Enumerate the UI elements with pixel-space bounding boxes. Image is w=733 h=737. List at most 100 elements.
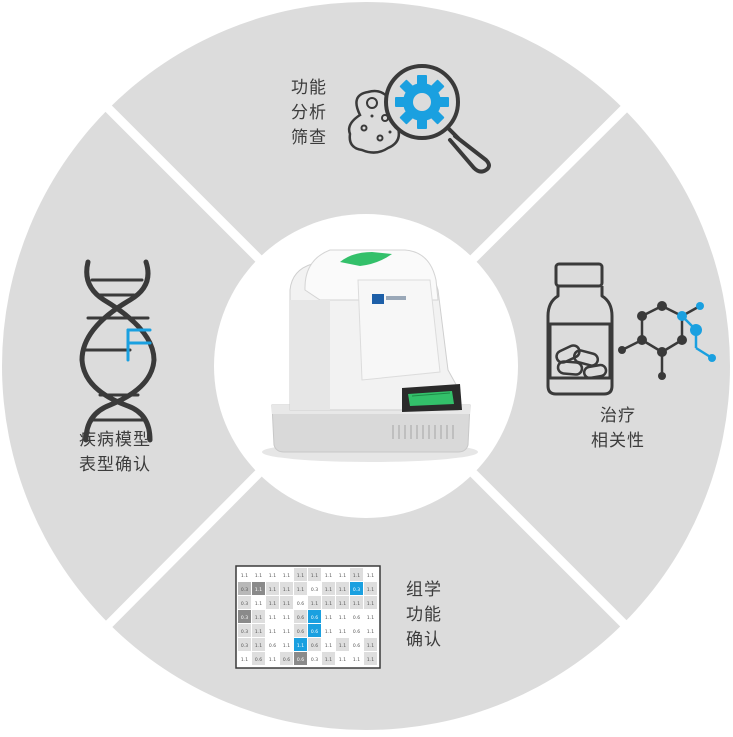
grid-cell [294, 610, 307, 623]
grid-cell-value: 1.1 [269, 601, 276, 607]
grid-cell-value: 1.1 [283, 587, 290, 593]
label-line: 功能 [406, 605, 442, 625]
grid-cell-value: 1.1 [297, 587, 304, 593]
grid-cell [252, 652, 265, 665]
grid-cell-value: 0.3 [241, 643, 248, 649]
grid-cell [350, 582, 363, 595]
grid-cell-value: 1.1 [283, 573, 290, 579]
grid-cell-value: 1.1 [325, 615, 332, 621]
grid-cell [322, 596, 335, 609]
grid-cell [252, 638, 265, 651]
label-right: 治疗 相关性 [588, 404, 648, 454]
grid-cell-value: 1.1 [339, 615, 346, 621]
grid-cell-value: 1.1 [269, 615, 276, 621]
grid-cell-value: 0.6 [297, 657, 304, 663]
grid-cell-value: 0.6 [269, 643, 276, 649]
grid-cell [308, 582, 321, 595]
grid-cell-value: 1.1 [367, 615, 374, 621]
pill-bottle-molecule-icon [546, 262, 716, 396]
grid-cell [322, 582, 335, 595]
divider-top-right [468, 104, 629, 264]
grid-cell [308, 610, 321, 623]
grid-cell [266, 568, 279, 581]
grid-cell [280, 638, 293, 651]
grid-cell [322, 610, 335, 623]
grid-cell [336, 568, 349, 581]
grid-cell-value: 0.3 [241, 615, 248, 621]
grid-cell [336, 596, 349, 609]
grid-cell-value: 1.1 [311, 573, 318, 579]
grid-cell-value: 0.3 [241, 629, 248, 635]
grid-cell [308, 568, 321, 581]
grid-cell-value: 1.1 [367, 643, 374, 649]
grid-cell-value: 1.1 [297, 643, 304, 649]
grid-cell [308, 652, 321, 665]
grid-cell-value: 1.1 [255, 587, 262, 593]
grid-cell-value: 0.3 [311, 587, 318, 593]
grid-cell [308, 596, 321, 609]
grid-cell-value: 1.1 [241, 657, 248, 663]
grid-cell [364, 582, 377, 595]
grid-cell-value: 1.1 [255, 573, 262, 579]
data-grid-heatmap-icon: 1.1 1.1 1.1 1.1 1.1 1.1 1.1 1.1 1.1 1.1 0.3 1.1 1.1 1… [235, 565, 381, 669]
label-line: 相关性 [591, 431, 645, 451]
grid-cell [238, 582, 251, 595]
dna-helix-icon [79, 259, 157, 443]
grid-cell-value: 1.1 [325, 643, 332, 649]
grid-cell [294, 596, 307, 609]
grid-cell [336, 610, 349, 623]
label-line: 治疗 [600, 406, 636, 426]
grid-cell-value: 1.1 [339, 629, 346, 635]
grid-cell-value: 1.1 [325, 601, 332, 607]
grid-cell [266, 652, 279, 665]
grid-cell [350, 596, 363, 609]
label-line: 分析 [291, 103, 327, 123]
grid-cell-value: 0.6 [283, 657, 290, 663]
grid-cell [266, 624, 279, 637]
grid-cell [336, 638, 349, 651]
grid-cell [364, 652, 377, 665]
gear-icon [395, 75, 449, 129]
grid-cell [252, 582, 265, 595]
grid-cell-value: 1.1 [339, 587, 346, 593]
grid-cell [350, 610, 363, 623]
grid-cell [308, 638, 321, 651]
grid-cell-value: 0.6 [297, 629, 304, 635]
grid-cell [238, 610, 251, 623]
grid-cell [266, 610, 279, 623]
label-line: 疾病模型 [79, 430, 151, 450]
grid-cell [364, 610, 377, 623]
grid-cell-value: 0.6 [353, 629, 360, 635]
grid-cell [238, 638, 251, 651]
grid-cell [350, 568, 363, 581]
grid-cell-value: 0.6 [311, 629, 318, 635]
grid-cell-value: 1.1 [241, 573, 248, 579]
grid-cell-value: 1.1 [297, 573, 304, 579]
grid-cell [364, 568, 377, 581]
grid-cell [350, 652, 363, 665]
grid-cell-value: 0.3 [311, 657, 318, 663]
grid-cell [350, 638, 363, 651]
grid-cell-value: 1.1 [353, 657, 360, 663]
grid-cell-value: 1.1 [367, 573, 374, 579]
grid-cell [252, 610, 265, 623]
grid-cell [322, 638, 335, 651]
grid-cell [322, 568, 335, 581]
label-bottom: 组学 功能 确认 [406, 578, 442, 653]
divider-top-left [104, 104, 264, 264]
label-line: 筛查 [291, 128, 327, 148]
grid-cell-value: 1.1 [311, 601, 318, 607]
grid-cell [266, 638, 279, 651]
grid-cell-value: 0.6 [255, 657, 262, 663]
grid-cell-value: 1.1 [367, 601, 374, 607]
divider-bottom-left [104, 468, 264, 629]
grid-cell-value: 1.1 [255, 629, 262, 635]
grid-cell-value: 0.6 [311, 615, 318, 621]
grid-cell-value: 0.3 [241, 601, 248, 607]
label-line: 表型确认 [79, 455, 151, 475]
grid-cell-value: 1.1 [269, 587, 276, 593]
grid-cell [364, 596, 377, 609]
grid-cell-value: 1.1 [339, 643, 346, 649]
